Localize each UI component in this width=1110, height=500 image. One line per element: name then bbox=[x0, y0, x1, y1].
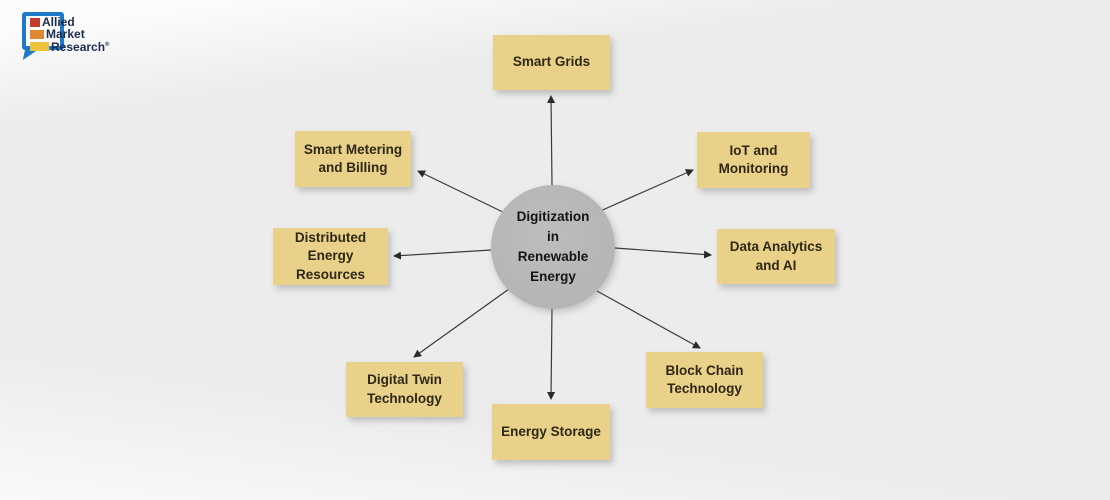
node-energy-storage: Energy Storage bbox=[492, 404, 610, 460]
logo-row: Research® bbox=[30, 40, 110, 54]
registered-trademark-icon: ® bbox=[105, 42, 110, 48]
logo-text-rows: Allied Market Research® bbox=[30, 15, 110, 54]
node-block-chain-technology: Block Chain Technology bbox=[646, 352, 763, 408]
arrow-digital-twin bbox=[413, 288, 510, 358]
arrow-block-chain bbox=[596, 290, 701, 349]
center-node-digitization-in-renewable-energy: Digitization in Renewable Energy bbox=[491, 185, 615, 309]
arrow-distributed bbox=[393, 249, 492, 260]
arrow-smart-grids bbox=[547, 95, 556, 186]
arrow-iot bbox=[597, 169, 694, 213]
node-data-analytics-and-ai: Data Analytics and AI bbox=[717, 229, 835, 284]
node-iot-and-monitoring: IoT and Monitoring bbox=[697, 132, 810, 188]
logo-red-bar-icon bbox=[30, 18, 40, 27]
arrow-energy-storage bbox=[547, 307, 556, 400]
logo-orange-bar-icon bbox=[30, 30, 44, 39]
arrow-smart-metering bbox=[417, 170, 508, 215]
arrow-data-analytics bbox=[614, 247, 712, 259]
node-smart-metering-and-billing: Smart Metering and Billing bbox=[295, 131, 411, 187]
logo-row: Allied bbox=[30, 15, 109, 29]
node-smart-grids: Smart Grids bbox=[493, 35, 610, 90]
node-digital-twin-technology: Digital Twin Technology bbox=[346, 362, 463, 417]
allied-market-research-logo: Allied Market Research® bbox=[22, 11, 142, 69]
logo-yellow-bar-icon bbox=[30, 42, 49, 51]
logo-word-research: Research® bbox=[51, 40, 110, 54]
logo-row: Market bbox=[30, 27, 109, 41]
logo-word-market: Market bbox=[46, 27, 85, 41]
logo-word-allied: Allied bbox=[42, 15, 75, 29]
node-distributed-energy-resources: Distributed Energy Resources bbox=[273, 228, 388, 285]
